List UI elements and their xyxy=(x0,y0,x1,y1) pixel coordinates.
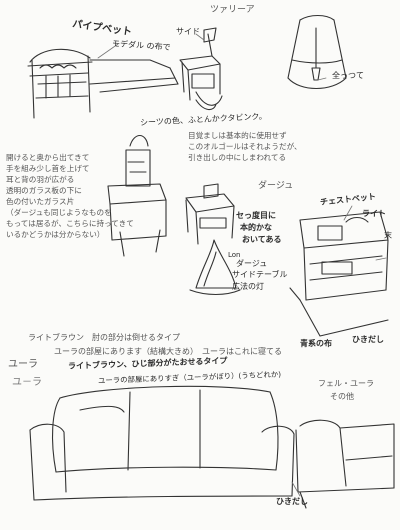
label-lamp-note-2: サイドテーブル xyxy=(232,270,288,279)
label-blue-cloth: 青系の布 xyxy=(300,339,332,348)
side-table-sketch xyxy=(179,27,223,111)
glass-note-line-4: 透明のガラス板の下に xyxy=(6,186,82,195)
pipe-bed-sketch xyxy=(27,48,179,119)
dage-side-table-sketch xyxy=(185,183,235,245)
glass-note-line-2: 手を組み少し首を上げて xyxy=(6,164,90,173)
feru-subtitle: その他 xyxy=(330,392,354,401)
glass-note-line-5: 色の付いたガラス片 xyxy=(6,197,75,206)
glass-note-line-7: もっては居るが、こちらに持ってきて xyxy=(6,219,134,228)
label-small: Lon xyxy=(228,251,241,259)
label-light: ライト xyxy=(362,209,386,218)
glass-note-line-3: 耳と背の羽が広がる xyxy=(6,175,75,184)
lamp-glow-sketch xyxy=(189,239,241,296)
label-drawer-note-1: セっ度目に xyxy=(236,211,276,220)
music-box-note: 目覚ましは基本的に使用せず このオルゴールはそれようだが、 引き出しの中にしまわ… xyxy=(188,130,302,163)
annotation-lines xyxy=(97,33,387,497)
music-box-note-line-3: 引き出しの中にしまわれてる xyxy=(188,153,287,162)
label-feru-drawer: ひきだし xyxy=(276,497,308,506)
chest-bed-sketch xyxy=(289,211,389,337)
yura-title-handwritten: ユ－ラ xyxy=(12,377,42,388)
yura-typed-note-2: ユーラの部屋にあります（結構大きめ） ユーラはこれに寝てる xyxy=(54,347,282,356)
music-box-sketch xyxy=(107,134,167,257)
label-lamp-note-1: ダージュ xyxy=(236,259,268,268)
label-side-mark: 末 xyxy=(384,231,392,240)
label-side: サイド xyxy=(176,27,200,36)
yura-typed-note-1: ライトブラウン 肘の部分は倒せるタイプ xyxy=(28,333,180,342)
glass-note-line-6: （ダージュも同じようなものを xyxy=(6,208,112,217)
glass-note: 開けると奥から出てきて 手を組み少し首を上げて 耳と背の羽が広がる 透明のガラス… xyxy=(6,152,134,240)
label-dage-drawer: ひきだし xyxy=(352,335,384,344)
glass-note-line-1: 開けると奥から出てきて xyxy=(6,153,90,162)
label-drawer-note-3: おいてある xyxy=(242,235,282,244)
section-title-tsuria: ツァリーア xyxy=(210,5,255,15)
section-title-dage: ダージュ xyxy=(258,181,294,191)
music-box-note-line-2: このオルゴールはそれようだが、 xyxy=(188,142,302,151)
section-title-feru: フェル・ユーラ xyxy=(318,379,374,388)
sofa-sketch xyxy=(29,385,295,501)
label-lamp-note-3: 広法の灯 xyxy=(232,282,264,291)
lamp-sketch xyxy=(287,14,347,89)
section-title-yura: ユーラ xyxy=(8,359,38,370)
label-lamp: 全っつて xyxy=(332,71,364,80)
label-drawer-note-2: 本的かな xyxy=(240,223,272,232)
glass-note-line-8: いるかどうかは分からない） xyxy=(6,230,105,239)
music-box-note-line-1: 目覚ましは基本的に使用せず xyxy=(188,131,287,140)
feru-sofa-sketch xyxy=(295,419,395,509)
